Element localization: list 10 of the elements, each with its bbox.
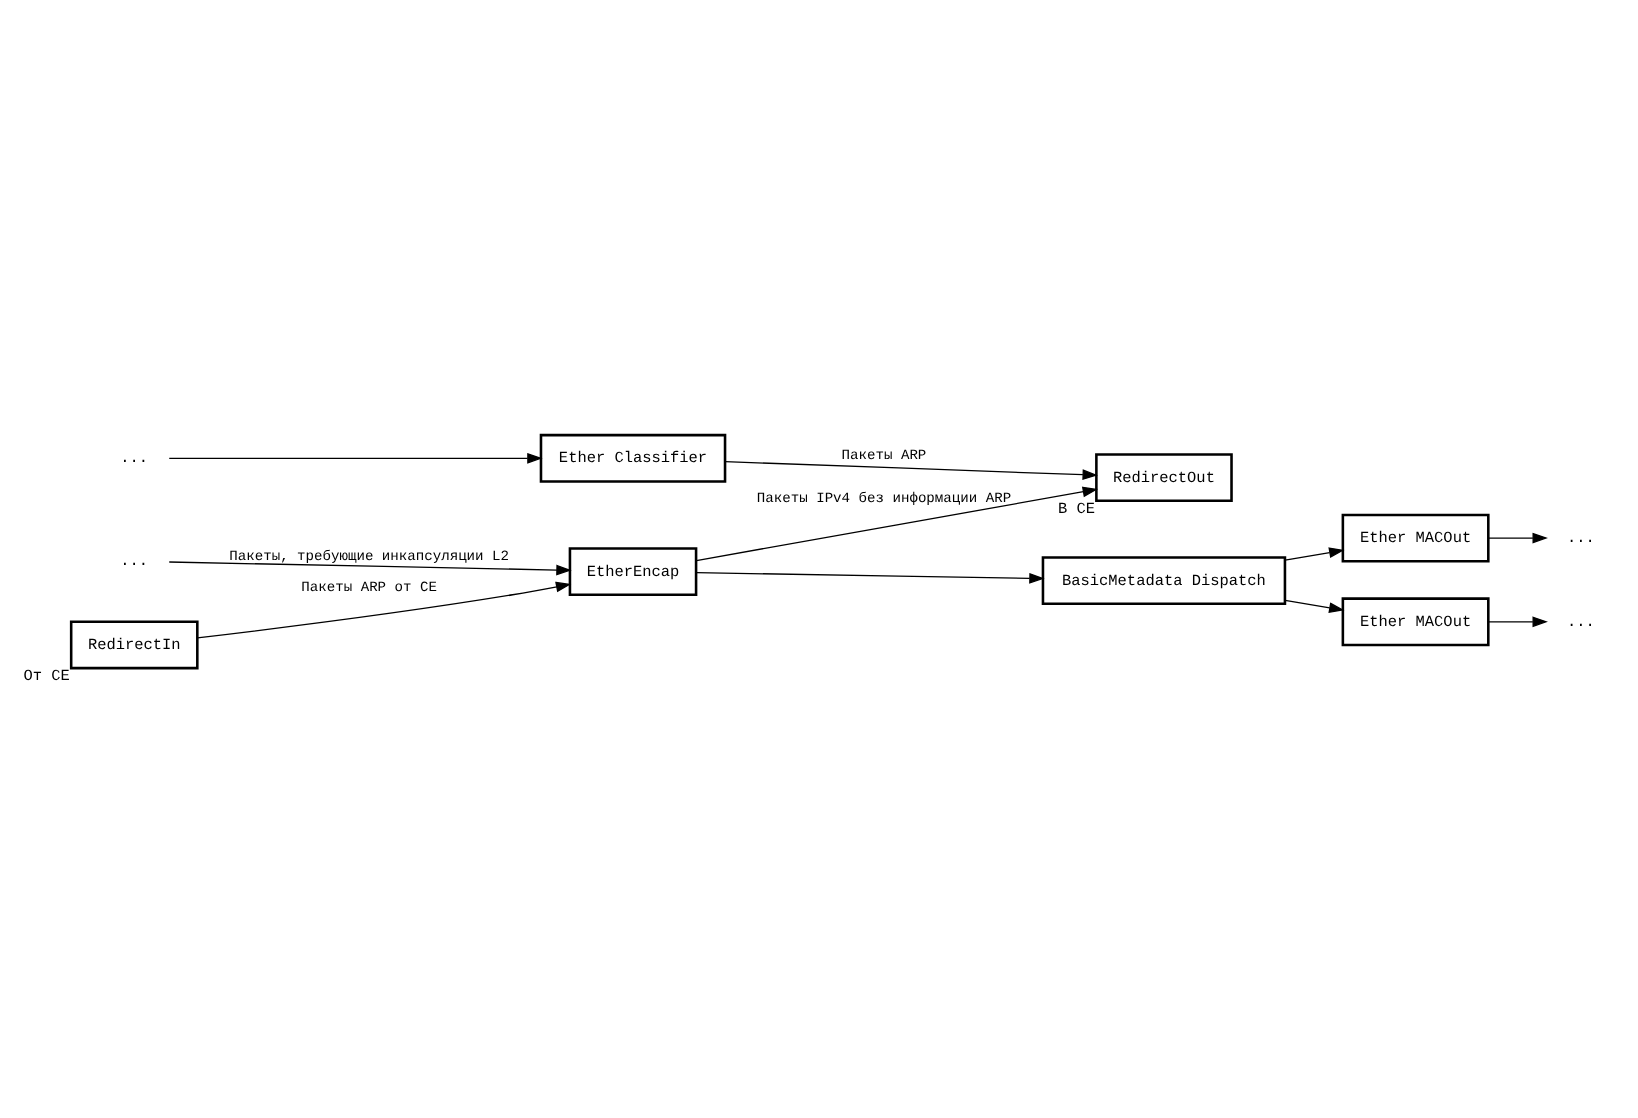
arrow xyxy=(1284,598,1345,613)
arrow xyxy=(695,571,1045,583)
arrow xyxy=(1284,546,1345,560)
arrow xyxy=(168,560,572,575)
arrow xyxy=(695,485,1099,561)
arrow xyxy=(724,460,1098,480)
arrow xyxy=(1488,531,1548,543)
arrow xyxy=(168,451,543,463)
arrow xyxy=(1488,615,1548,627)
arrow xyxy=(196,580,572,638)
